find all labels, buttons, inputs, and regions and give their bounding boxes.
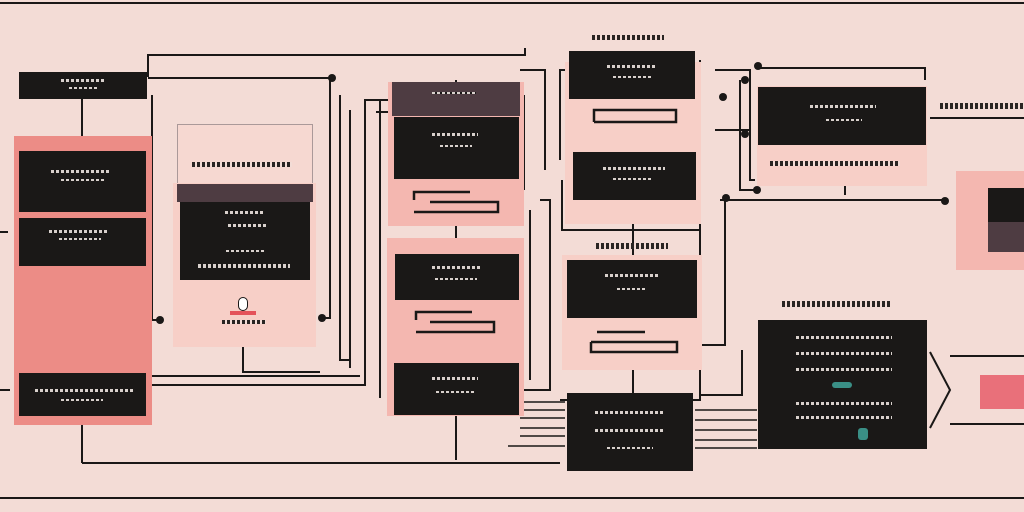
connector-node-icon	[238, 297, 248, 311]
bracket-icon	[589, 330, 679, 354]
process-box-c	[567, 260, 697, 318]
process-box-b	[573, 152, 696, 200]
status-bar	[230, 311, 256, 315]
bracket-icon	[412, 190, 500, 214]
module-header-a	[392, 82, 520, 116]
teal-node-icon	[858, 428, 868, 440]
connector-node-icon	[328, 74, 336, 82]
summary-label-scribble	[782, 301, 892, 307]
edge-box-lower	[988, 222, 1024, 252]
ghost-panel	[177, 124, 313, 184]
connector-node-icon	[719, 93, 727, 101]
process-box-a	[569, 51, 695, 99]
edge-box	[988, 188, 1024, 222]
connector	[715, 69, 755, 181]
output-box	[758, 87, 926, 145]
module-box-c	[394, 363, 519, 415]
connector-node-icon	[156, 316, 164, 324]
connector-node-icon	[741, 76, 749, 84]
connector-node-icon	[754, 62, 762, 70]
component-box	[180, 202, 310, 280]
left-box-3	[19, 373, 146, 416]
module-box-b	[395, 254, 519, 300]
connector-node-icon	[318, 314, 326, 322]
process-box-d	[567, 393, 693, 471]
output-caption-scribble	[770, 161, 900, 166]
summary-box	[758, 320, 927, 449]
process-label-scribble	[596, 243, 668, 249]
connector	[520, 199, 551, 391]
connector	[760, 67, 926, 80]
connector-node-icon	[941, 197, 949, 205]
module-label-scribble	[592, 35, 664, 40]
connector-node-icon	[753, 186, 761, 194]
left-header-box	[19, 72, 147, 99]
caption-scribble	[222, 320, 266, 324]
connector	[339, 95, 350, 361]
chevron-arrow-icon	[929, 351, 952, 429]
module-box-a	[394, 117, 519, 179]
left-box-2	[19, 218, 146, 266]
connector	[700, 350, 743, 396]
connector	[561, 180, 700, 231]
connector-node-icon	[741, 130, 749, 138]
component-header	[177, 184, 313, 202]
edge-accent-block	[980, 375, 1024, 409]
teal-node-icon	[832, 382, 852, 388]
connector	[520, 69, 546, 170]
left-box-1	[19, 151, 146, 212]
connector	[152, 99, 390, 386]
connector	[700, 200, 726, 346]
component-label-scribble	[192, 162, 292, 167]
bracket-icon	[592, 108, 678, 124]
edge-label-scribble	[940, 103, 1024, 109]
connector	[147, 48, 526, 77]
bracket-icon	[414, 310, 496, 334]
connector	[151, 95, 160, 321]
connector-node-icon	[722, 194, 730, 202]
connector	[322, 80, 331, 319]
